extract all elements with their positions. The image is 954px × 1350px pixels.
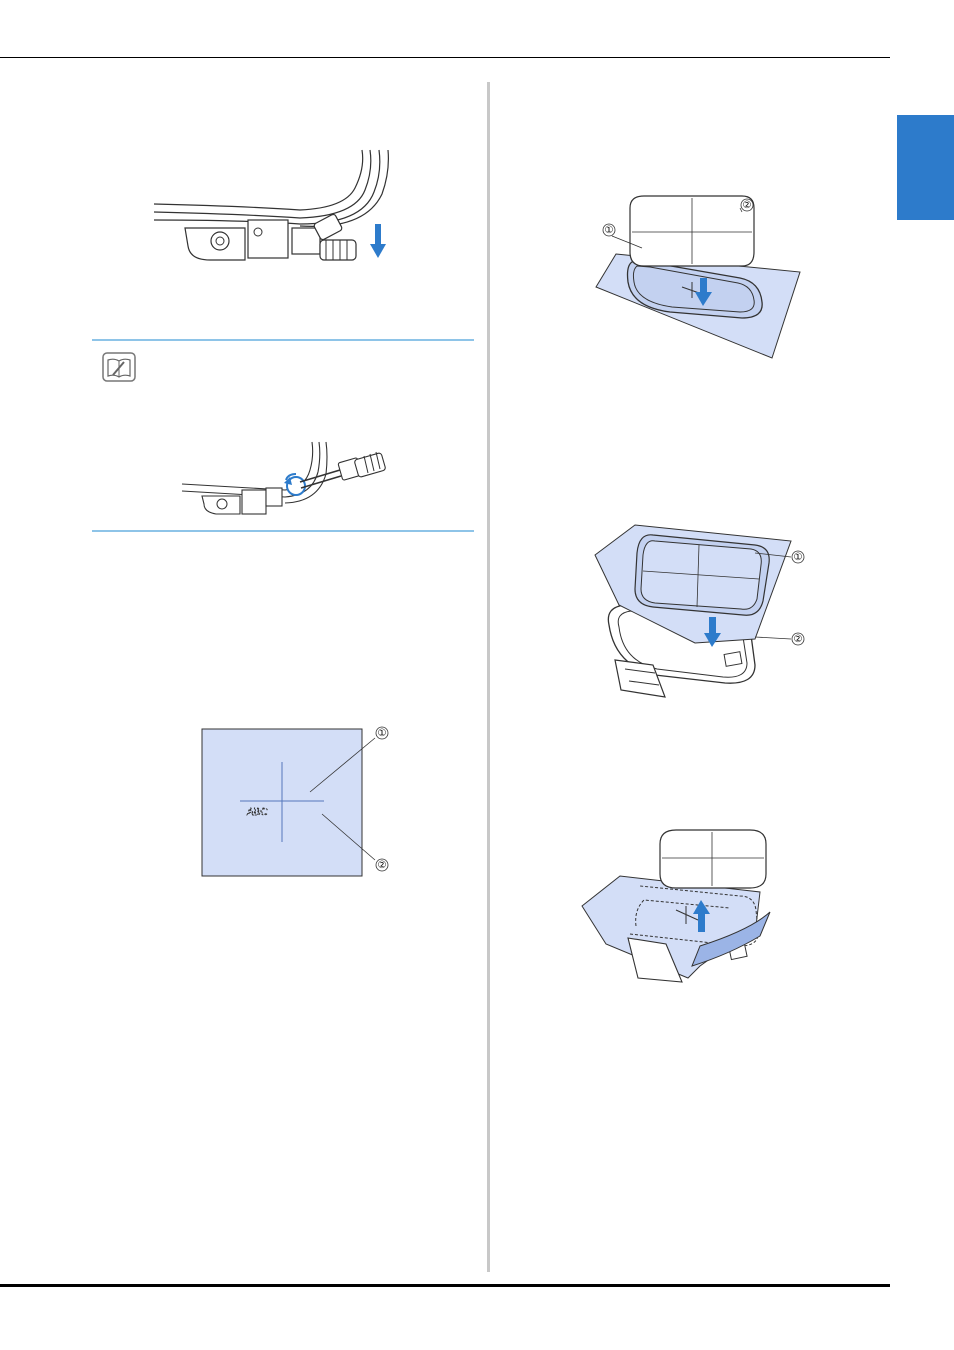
header-rule — [0, 57, 890, 58]
callout-1: ① — [605, 225, 614, 236]
memo-book-pencil-icon — [102, 352, 136, 382]
column-divider — [487, 82, 490, 1272]
callout-1: ① — [794, 552, 803, 563]
fabric-into-frame-illustration: ① ② — [595, 515, 825, 705]
screwdriver-illustration — [180, 440, 390, 520]
abc-stitch-text: ABC — [247, 807, 268, 818]
callout-2: ② — [378, 860, 387, 871]
memo-top-rule — [92, 339, 474, 341]
template-on-fabric-illustration: ② ① — [592, 192, 812, 362]
callout-1: ① — [378, 728, 387, 739]
chapter-tab — [897, 115, 954, 220]
frame-screw-illustration — [150, 148, 400, 268]
remove-template-illustration — [580, 826, 780, 986]
fabric-marking-illustration: ABC ① ② — [200, 722, 400, 882]
memo-bottom-rule — [92, 530, 474, 532]
footer-rule — [0, 1284, 890, 1287]
callout-2: ② — [794, 634, 803, 645]
callout-2: ② — [743, 200, 752, 211]
down-arrow-icon — [370, 224, 386, 260]
